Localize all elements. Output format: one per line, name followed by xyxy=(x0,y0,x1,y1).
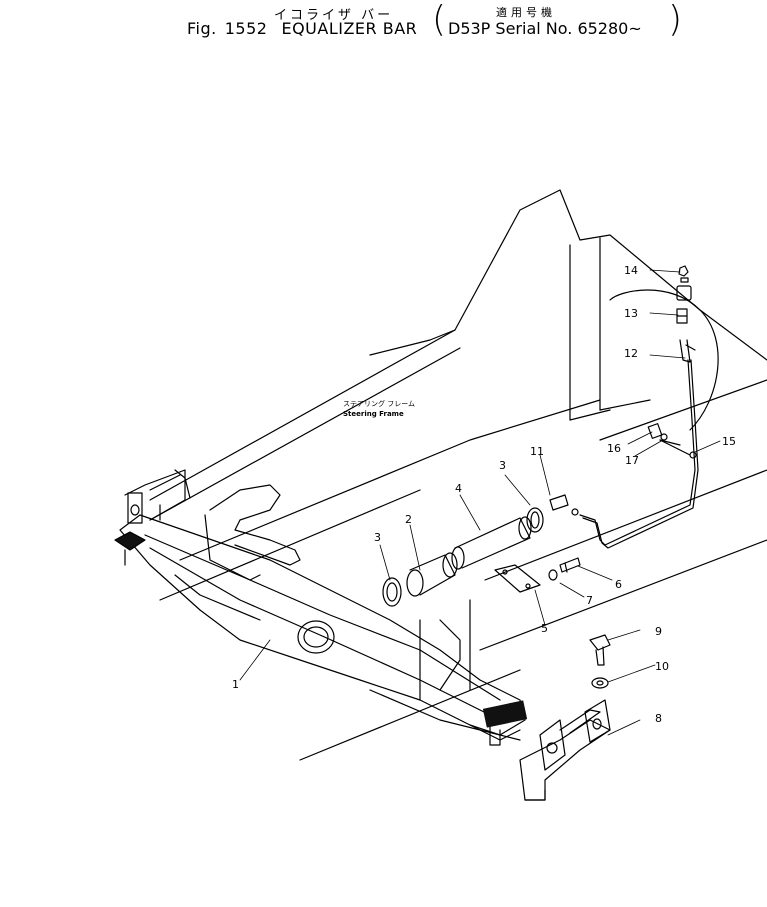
equalizer-bar xyxy=(119,504,528,746)
bracket-8 xyxy=(519,699,611,801)
callout-5: 5 xyxy=(541,622,548,635)
callouts: 1 2 3 3 4 5 6 7 8 9 10 11 12 13 14 15 16… xyxy=(232,264,736,725)
callout-17: 17 xyxy=(625,454,639,467)
callout-16: 16 xyxy=(607,442,621,455)
seal-3-left xyxy=(382,577,402,607)
bolt-6 xyxy=(559,557,581,573)
frame-label-jp: ステアリング フレーム xyxy=(343,399,415,408)
cap-14-body xyxy=(676,285,692,301)
callout-1: 1 xyxy=(232,678,239,691)
callout-14: 14 xyxy=(624,264,638,277)
grease-pipe xyxy=(579,359,699,549)
callout-15: 15 xyxy=(722,435,736,448)
callout-6: 6 xyxy=(615,578,622,591)
washer-10 xyxy=(591,677,609,689)
washer-7 xyxy=(548,569,558,581)
title-japanese: イコライザ バー xyxy=(274,8,394,23)
callout-11: 11 xyxy=(530,445,544,458)
serial-text: D53P Serial No. 65280~ xyxy=(448,19,642,38)
steering-frame-label: ステアリング フレーム Steering Frame xyxy=(343,399,415,418)
title-text: EQUALIZER BAR xyxy=(281,19,418,38)
callout-13: 13 xyxy=(624,307,638,320)
serial-label: Serial No. xyxy=(495,19,573,38)
pipe-route-guide xyxy=(609,289,719,431)
callout-3a: 3 xyxy=(374,531,381,544)
fitting-16 xyxy=(647,423,668,441)
callout-9: 9 xyxy=(655,625,662,638)
callout-7: 7 xyxy=(586,594,593,607)
fig-number: 1552 xyxy=(224,19,268,38)
close-paren: ) xyxy=(667,0,682,40)
figure-title: Fig. 1552 EQUALIZER BAR xyxy=(187,19,417,38)
model: D53P xyxy=(448,19,491,38)
serial-applicability: ( 適用号機 D53P Serial No. 65280~ ) xyxy=(432,0,682,40)
nipple-14 xyxy=(678,265,689,283)
frame-end-bracket xyxy=(114,469,301,581)
steering-frame xyxy=(149,189,767,761)
adapter-13 xyxy=(676,308,688,324)
serial-range: 65280~ xyxy=(577,19,642,38)
pin-4 xyxy=(451,516,532,570)
callout-10: 10 xyxy=(655,660,669,673)
fig-label: Fig. xyxy=(187,19,217,38)
bolt-9 xyxy=(589,634,611,666)
callout-4: 4 xyxy=(455,482,462,495)
callout-3b: 3 xyxy=(499,459,506,472)
callout-12: 12 xyxy=(624,347,638,360)
pipe-clamp-17 xyxy=(659,439,681,446)
plate-5 xyxy=(494,564,541,593)
bushing-2 xyxy=(406,552,458,597)
seal-3-right xyxy=(526,507,544,533)
callout-2: 2 xyxy=(405,513,412,526)
frame-label-en: Steering Frame xyxy=(343,410,404,418)
leader-lines xyxy=(239,269,721,736)
fitting-11 xyxy=(549,494,579,516)
callout-8: 8 xyxy=(655,712,662,725)
elbow-12 xyxy=(679,339,696,363)
open-paren: ( xyxy=(432,0,447,40)
serial-japanese: 適用号機 xyxy=(496,6,556,19)
